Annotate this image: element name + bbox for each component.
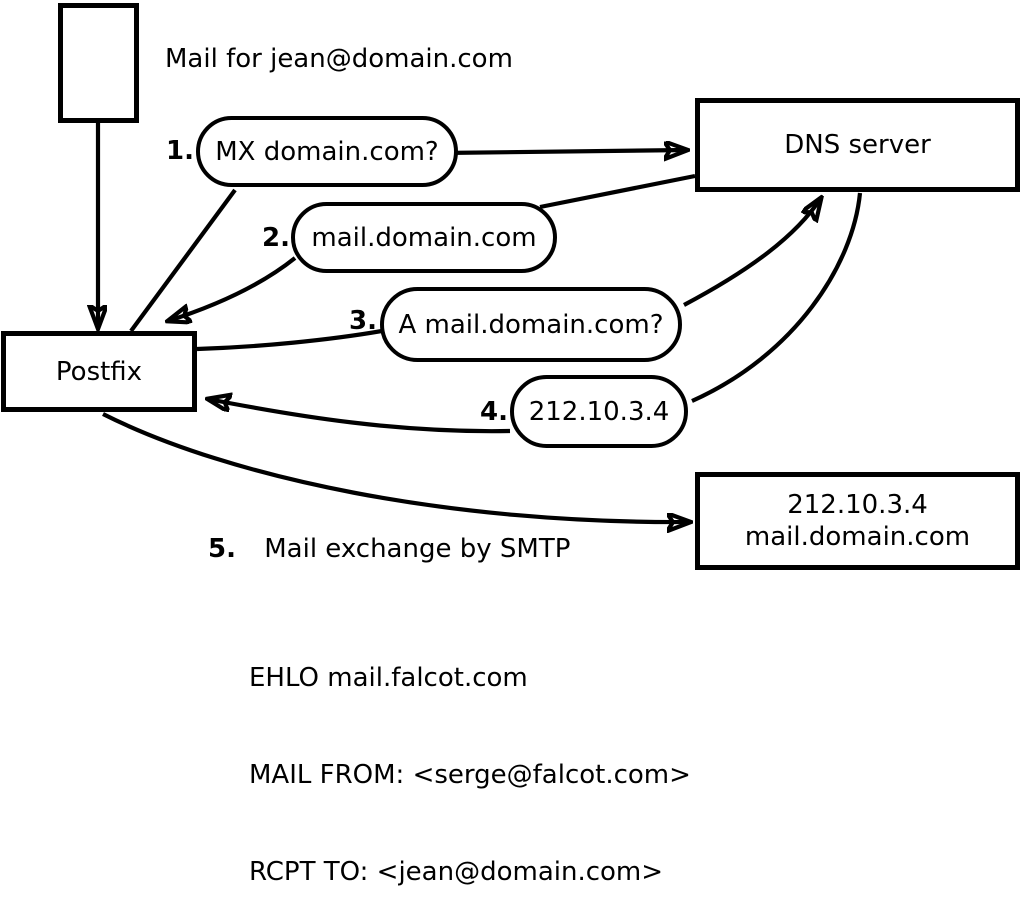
dns-server-label: DNS server [784, 130, 931, 160]
query-mx-pill: MX domain.com? [196, 116, 458, 187]
arrow-query3-to-dns [683, 198, 821, 307]
query-a-label: A mail.domain.com? [398, 309, 664, 340]
query-a-pill: A mail.domain.com? [380, 287, 682, 362]
mail-server-hostname: mail.domain.com [744, 522, 971, 552]
line-dns-to-response4 [691, 192, 863, 403]
step3-number: 3. [349, 306, 377, 336]
smtp-line: RCPT TO: <jean@domain.com> [249, 857, 664, 888]
smtp-line: EHLO mail.falcot.com [249, 662, 528, 693]
response-mx-label: mail.domain.com [311, 222, 537, 253]
dns-server-box: DNS server [695, 98, 1020, 192]
step5-label: Mail exchange by SMTP [264, 534, 571, 564]
step5-number: 5. [208, 534, 236, 564]
smtp-session-text: EHLO mail.falcot.com MAIL FROM: <serge@f… [249, 597, 691, 919]
line-postfix-to-query3 [196, 328, 383, 352]
arrow-query1-to-dns [440, 150, 687, 153]
arrow-response2-to-postfix [168, 256, 297, 321]
postfix-label: Postfix [55, 356, 143, 387]
response-a-pill: 212.10.3.4 [510, 375, 688, 448]
line-postfix-to-query1 [129, 188, 237, 333]
smtp-line: MAIL FROM: <serge@falcot.com> [249, 760, 691, 791]
step5-row: 5. Mail exchange by SMTP [208, 534, 570, 564]
query-mx-label: MX domain.com? [215, 136, 439, 167]
mail-server-box: 212.10.3.4 mail.domain.com [695, 472, 1020, 570]
line-dns-to-response2 [539, 173, 696, 210]
step4-number: 4. [480, 397, 508, 427]
step2-number: 2. [262, 223, 290, 253]
arrow-response4-to-postfix [208, 399, 511, 434]
mail-server-ip: 212.10.3.4 [787, 490, 928, 520]
mail-envelope-box [58, 3, 139, 123]
response-mx-pill: mail.domain.com [291, 202, 557, 273]
step1-number: 1. [166, 136, 194, 166]
diagram-title: Mail for jean@domain.com [165, 44, 513, 74]
postfix-box: Postfix [1, 331, 197, 412]
arrow-smtp-to-mailserver [102, 412, 690, 522]
response-a-label: 212.10.3.4 [528, 396, 670, 427]
